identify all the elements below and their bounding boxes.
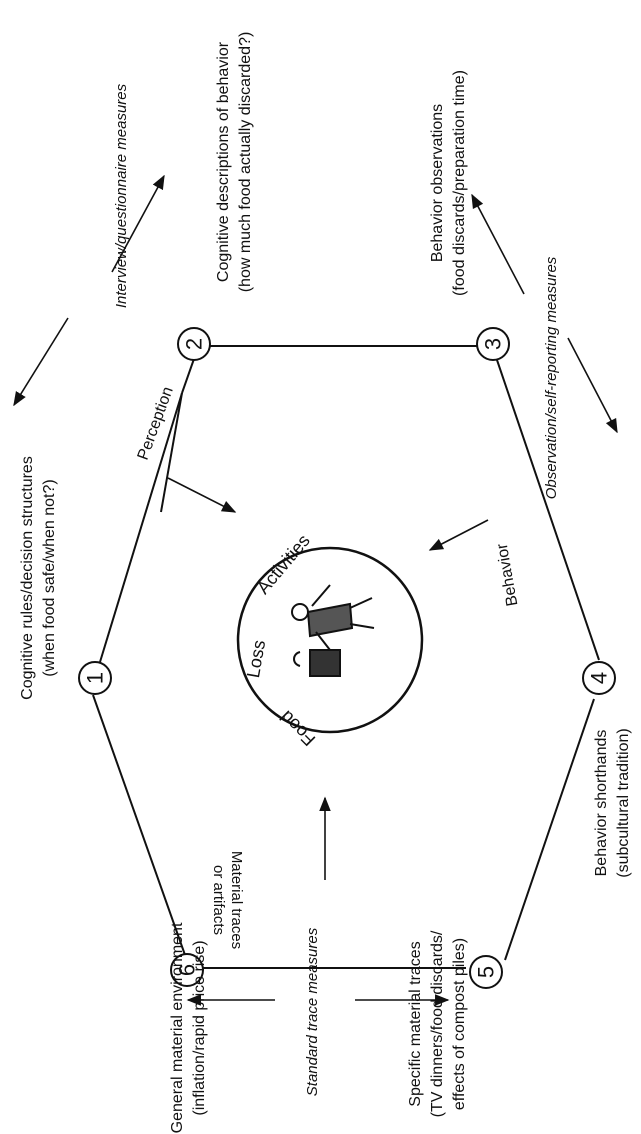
node-1-label-line2: (when food safe/when not?) [41,479,58,676]
center-emblem: Food Loss Activities [236,531,424,750]
node-4: 4 [582,661,616,695]
node-5-label-line2: (TV dinners/food discards/ [429,930,446,1117]
node-3-label-line1: Behavior observations [429,104,446,262]
inner-arrows [167,477,489,880]
trace-measures-label: Standard trace measures [304,927,321,1096]
material-label-line2: or artifacts [210,865,227,935]
node-4-circle [582,661,616,695]
node-4-label-line1: Behavior shorthands [593,730,610,877]
node-2-label-line2: (how much food actually discarded?) [237,32,254,293]
node-4-number: 4 [587,672,612,684]
node-6-circle [170,953,204,987]
node-3-label-line2: (food discards/preparation time) [451,70,468,296]
arrow-interview-to-2 [111,174,165,273]
node-5: 5 [469,955,503,989]
node-3-circle [476,327,510,361]
arrow-perception [167,477,237,513]
node-6-label-line2: (inflation/rapid price rise) [191,940,208,1115]
edge-3-4 [496,359,600,661]
behavior-label: Behavior [494,542,522,608]
edge-1-2b [160,392,183,513]
person-with-trash-can-icon [291,584,375,677]
hexagon [92,345,600,969]
vertex-circles: 1 2 3 4 5 6 [78,327,616,989]
node-6: 6 [170,953,204,987]
node-3: 3 [476,327,510,361]
node-1: 1 [78,661,112,695]
observation-measures-label: Observation/self-reporting measures [543,256,560,499]
edge-1-2 [181,355,196,394]
node-3-number: 3 [481,338,506,350]
node-1-circle [78,661,112,695]
perception-label: Perception [135,385,177,463]
center-circle [236,546,424,734]
node-2-label-line1: Cognitive descriptions of behavior [215,41,232,282]
node-1-number: 1 [83,672,108,684]
measure-labels: Interview/questionnaire measures Observa… [113,83,560,1096]
node-labels: Cognitive rules/decision structures (whe… [19,32,632,1134]
node-2-circle [177,327,211,361]
arrow-observation-to-4 [567,337,618,434]
node-1-label-line1: Cognitive rules/decision structures [19,456,36,700]
node-6-label-line1: General material environment [169,922,186,1133]
edge-4-5 [504,698,595,961]
node-2: 2 [177,327,211,361]
node-4-label-line2: (subcultural tradition) [615,728,632,877]
node-5-circle [469,955,503,989]
outer-arrows [13,174,618,1006]
interview-measures-label: Interview/questionnaire measures [113,83,130,308]
node-5-number: 5 [474,966,499,978]
edge-6-1 [92,694,186,956]
node-5-label-line1: Specific material traces [407,941,424,1106]
node-2-number: 2 [182,338,207,350]
node-6-number: 6 [175,964,200,976]
arrow-observation-to-3 [471,193,525,295]
arrow-interview-to-1 [13,317,69,407]
arrow-behavior [428,519,489,551]
material-label-line1: Material traces [228,851,245,949]
edge-1-2c [99,392,183,663]
node-5-label-line3: effects of compost piles) [451,938,468,1110]
